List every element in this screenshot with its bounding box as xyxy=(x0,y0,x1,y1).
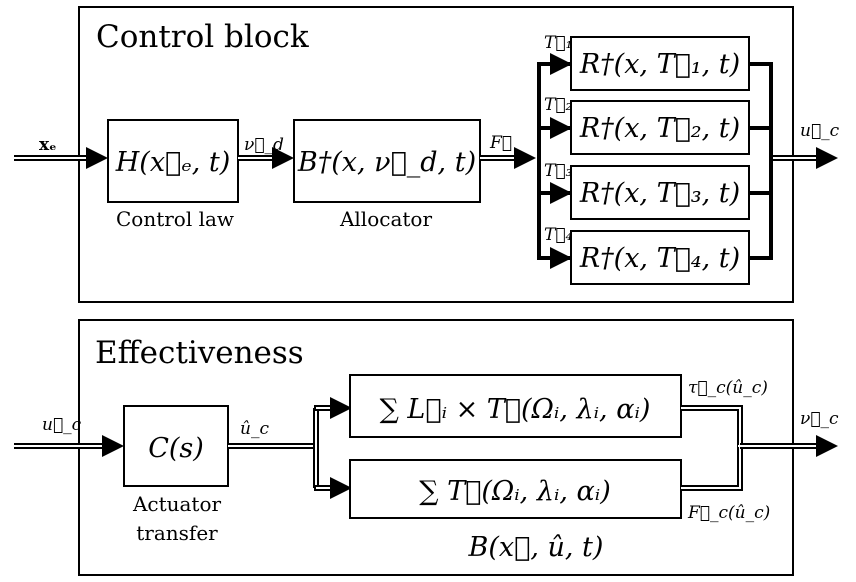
merge-lines xyxy=(681,405,838,491)
effectiveness-title: Effectiveness xyxy=(95,335,304,371)
effectiveness-panel: Effectiveness u⃗_c C(s) Actuator transfe… xyxy=(14,319,839,576)
torque-branch-arrowhead xyxy=(330,397,352,419)
r-block-2: R†(x, T⃗₂, t) xyxy=(570,100,750,155)
control-law-block xyxy=(107,119,239,203)
input-signal-label: xₑ xyxy=(39,135,57,155)
u-hat-signal-line xyxy=(228,405,332,491)
allocator-caption: Allocator xyxy=(339,207,432,231)
collection-bus xyxy=(749,62,773,260)
effectiveness-input-label: u⃗_c xyxy=(42,415,82,435)
control-block-title: Control block xyxy=(96,19,309,55)
actuator-caption-line2: transfer xyxy=(136,521,218,545)
output-signal-label: u⃗_c xyxy=(800,121,840,141)
allocator-block xyxy=(293,119,481,203)
torque-sum-expression: ∑ L⃗ᵢ × T⃗(Ωᵢ, λᵢ, αᵢ) xyxy=(380,394,651,425)
r-block-4: R†(x, T⃗₄, t) xyxy=(570,230,750,285)
control-law-caption: Control law xyxy=(116,207,234,231)
effectiveness-input-arrow xyxy=(14,435,124,457)
force-branch-arrowhead xyxy=(330,477,352,499)
t2-label: T⃗₂ xyxy=(544,95,573,115)
r-block-4-expression: R†(x, T⃗₄, t) xyxy=(579,243,740,274)
t3-label: T⃗₃ xyxy=(544,161,573,181)
actuator-block xyxy=(123,405,229,487)
torque-sum-block xyxy=(349,374,682,438)
t1-label: T⃗₁ xyxy=(544,33,572,53)
actuator-caption-line1: Actuator xyxy=(132,492,222,516)
t4-label: T⃗₄ xyxy=(544,225,573,245)
r-block-1: R†(x, T⃗₁, t) xyxy=(570,36,750,91)
nu-d-signal-label: ν⃗_d xyxy=(244,135,284,155)
allocator-expression: B†(x, ν⃗_d, t) xyxy=(297,147,476,178)
force-signal-arrow xyxy=(480,147,536,169)
u-hat-label: û_c xyxy=(240,419,269,439)
force-sum-expression: ∑ T⃗(Ωᵢ, λᵢ, αᵢ) xyxy=(419,476,611,507)
control-block-frame xyxy=(78,6,794,303)
r-block-2-expression: R†(x, T⃗₂, t) xyxy=(579,113,740,144)
effectiveness-group-label: B(x⃗, û, t) xyxy=(468,532,604,563)
nu-d-signal-arrow xyxy=(238,147,294,169)
force-sum-block xyxy=(349,459,682,519)
output-signal-arrow xyxy=(771,147,838,169)
effectiveness-output-label: ν⃗_c xyxy=(800,409,839,429)
r-block-1-expression: R†(x, T⃗₁, t) xyxy=(579,49,740,80)
force-signal-label: F⃗ xyxy=(489,133,512,153)
r-block-3: R†(x, T⃗₃, t) xyxy=(570,165,750,220)
r-block-3-expression: R†(x, T⃗₃, t) xyxy=(579,178,740,209)
force-c-label: F⃗_c(û_c) xyxy=(687,503,770,523)
control-law-expression: H(x⃗ₑ, t) xyxy=(115,147,231,178)
tau-label: τ⃗_c(û_c) xyxy=(688,378,768,398)
actuator-expression: C(s) xyxy=(148,433,204,464)
control-block-panel: Control block xₑ H(x⃗ₑ, t) Control law ν… xyxy=(14,6,840,303)
input-signal-arrow xyxy=(14,147,108,169)
